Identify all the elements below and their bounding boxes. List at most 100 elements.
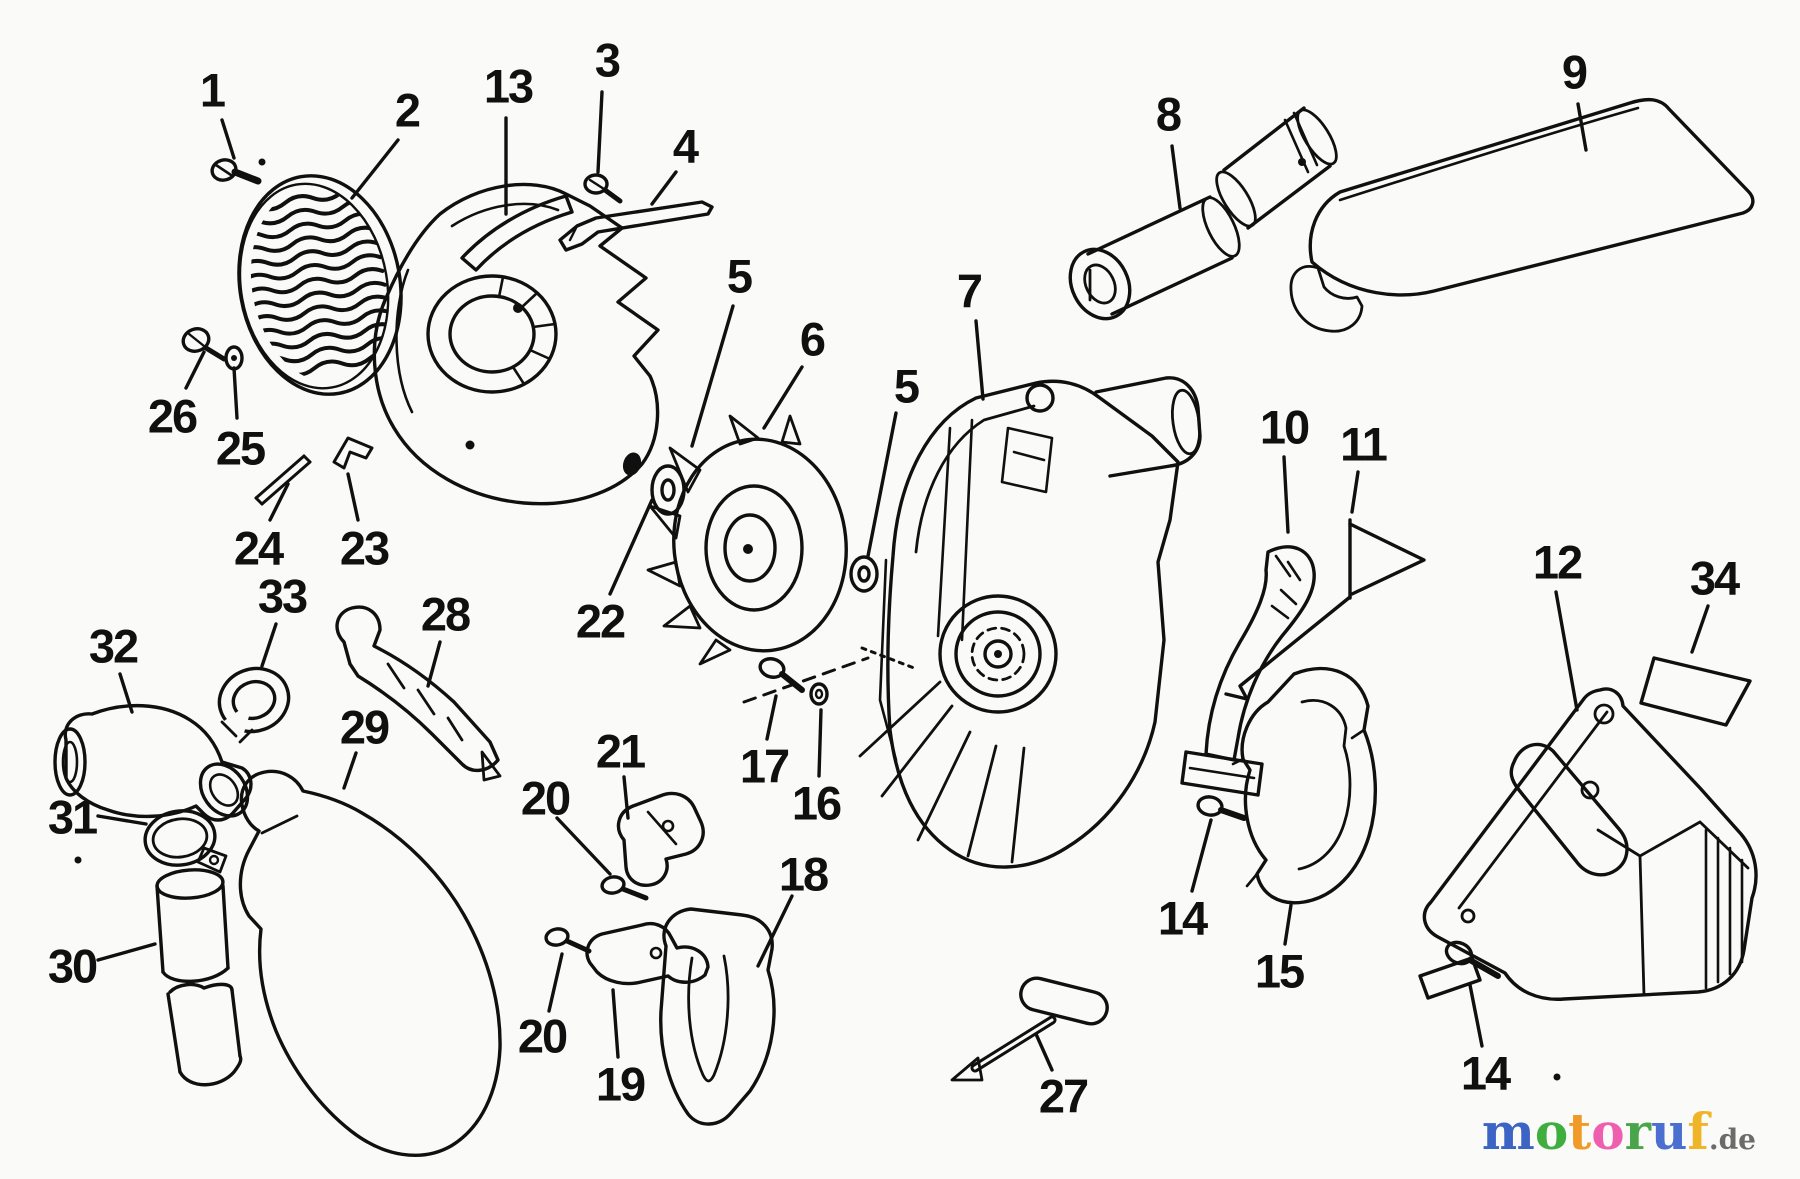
svg-text:19: 19	[596, 1058, 645, 1111]
part-3-screw	[583, 173, 623, 204]
svg-text:34: 34	[1690, 552, 1740, 605]
part-29-cover	[238, 769, 502, 1158]
part-callout-19: 19	[596, 988, 647, 1111]
svg-text:10: 10	[1260, 401, 1309, 454]
watermark-letter: f	[1687, 1102, 1709, 1161]
part-callout-32: 32	[89, 620, 140, 714]
svg-text:2: 2	[395, 84, 420, 137]
part-33-clamp-ring	[214, 666, 291, 746]
part-callout-1: 1	[200, 64, 236, 160]
part-callout-33: 33	[258, 570, 309, 668]
part-callout-21: 21	[596, 725, 647, 820]
svg-text:29: 29	[340, 701, 389, 754]
svg-text:14: 14	[1461, 1047, 1511, 1100]
svg-text:18: 18	[779, 848, 828, 901]
svg-text:4: 4	[673, 120, 699, 173]
part-11-pointer-flag	[1224, 518, 1426, 701]
part-6-fan-wheel	[646, 414, 848, 666]
watermark-letter: r	[1624, 1102, 1651, 1161]
part-14-screw-right	[1444, 940, 1561, 1081]
part-callout-8: 8	[1156, 88, 1183, 210]
svg-text:15: 15	[1255, 945, 1304, 998]
part-callout-14: 14	[1158, 818, 1213, 945]
svg-text:20: 20	[521, 772, 570, 825]
part-callout-27: 27	[1034, 1032, 1090, 1123]
part-19-lever	[585, 921, 710, 986]
part-13-cover-strip	[460, 194, 574, 272]
svg-text:1: 1	[200, 64, 225, 117]
part-callout-22: 22	[576, 498, 654, 648]
part-5-washer-rear	[849, 555, 879, 593]
part-callout-5: 5	[690, 250, 754, 448]
part-1-screw	[210, 158, 266, 185]
svg-text:32: 32	[89, 620, 138, 673]
part-15-starter-cover	[1231, 666, 1377, 905]
part-callout-2: 2	[350, 84, 422, 200]
part-callout-11: 11	[1340, 418, 1389, 514]
part-23-clip	[332, 436, 374, 470]
part-callout-9: 9	[1562, 46, 1589, 152]
svg-text:24: 24	[234, 522, 284, 575]
part-4-blade	[558, 200, 714, 252]
part-callout-31: 31	[48, 791, 148, 844]
part-10-handle-bracket	[1180, 545, 1316, 797]
watermark-letter: o	[1534, 1102, 1569, 1161]
svg-text:13: 13	[484, 60, 533, 113]
part-18-handle-grip	[659, 907, 776, 1126]
part-callout-30: 30	[48, 940, 157, 993]
svg-text:30: 30	[48, 940, 97, 993]
part-callout-28: 28	[421, 588, 472, 688]
svg-text:14: 14	[1158, 892, 1208, 945]
svg-text:33: 33	[258, 570, 307, 623]
part-20-screw-lower	[544, 927, 592, 954]
part-31-hose-clamp	[74, 809, 228, 874]
svg-text:5: 5	[894, 360, 919, 413]
part-callout-12: 12	[1533, 536, 1584, 712]
part-24-pin	[254, 454, 312, 506]
watermark-word: motoruf	[1482, 1107, 1709, 1157]
part-14-screw-left	[1196, 795, 1247, 821]
svg-text:5: 5	[727, 250, 752, 303]
part-34-label-plate	[1639, 656, 1752, 727]
part-callout-4: 4	[650, 120, 701, 206]
svg-text:17: 17	[740, 740, 789, 793]
part-callout-15: 15	[1255, 903, 1306, 998]
part-5-washer-front	[622, 452, 642, 476]
svg-text:26: 26	[148, 390, 197, 443]
svg-text:7: 7	[957, 265, 982, 318]
svg-text:6: 6	[800, 313, 825, 366]
part-callout-20: 20	[518, 952, 569, 1063]
part-25-grommet	[224, 345, 244, 371]
motoruf-watermark: motoruf.de	[1482, 1107, 1756, 1157]
blower-housing	[372, 182, 660, 506]
part-callout-18: 18	[756, 848, 830, 968]
svg-text:9: 9	[1562, 46, 1587, 99]
part-callout-10: 10	[1260, 401, 1311, 534]
part-28-strap	[335, 605, 502, 782]
part-17-screw	[758, 657, 805, 693]
svg-text:27: 27	[1039, 1070, 1088, 1123]
part-16-nut	[809, 682, 829, 706]
svg-text:23: 23	[340, 522, 389, 575]
part-9-nozzle	[1289, 97, 1755, 333]
part-8-blower-tubes	[1068, 106, 1338, 321]
watermark-letter: u	[1650, 1102, 1688, 1161]
part-callout-34: 34	[1690, 552, 1742, 654]
part-callout-29: 29	[340, 701, 391, 790]
part-callout-7: 7	[957, 265, 985, 401]
svg-text:12: 12	[1533, 536, 1582, 589]
svg-text:21: 21	[596, 725, 645, 778]
part-7-engine-housing	[742, 376, 1202, 869]
part-27-plug-wrench	[950, 976, 1109, 1082]
part-callout-26: 26	[148, 350, 206, 443]
watermark-letter: o	[1591, 1102, 1625, 1161]
part-callout-13: 13	[484, 60, 535, 216]
watermark-letter: m	[1481, 1102, 1535, 1161]
part-12-handle-housing	[1418, 687, 1758, 1001]
svg-text:25: 25	[216, 422, 265, 475]
svg-text:8: 8	[1156, 88, 1181, 141]
part-callout-16: 16	[792, 708, 843, 830]
